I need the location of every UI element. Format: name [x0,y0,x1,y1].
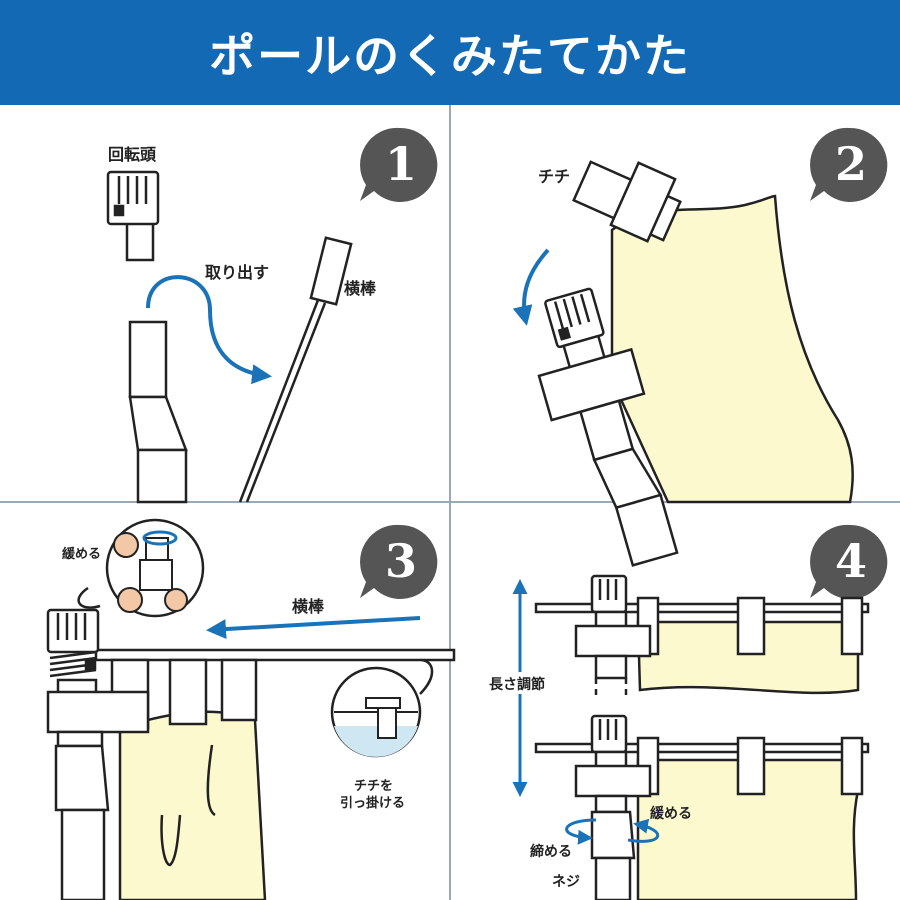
step-3-badge: 3 [360,524,438,599]
pole-step-3 [46,608,150,900]
tighten-arrow [565,818,597,845]
step-4-loosen-label: 緩める [650,805,692,822]
step-2-badge: 2 [810,127,888,202]
step-1-take-out-label: 取り出す [205,263,269,282]
step-4-length-label: 長さ調節 [489,676,545,693]
step-1-badge: 1 [360,127,438,202]
step-1-head-label: 回転頭 [108,145,157,164]
step-2-tab-label: チチ [538,167,570,186]
step-1-panel: 1 回転頭 取り出す 横棒 [106,127,438,504]
cross-bar [238,236,353,503]
step-4-number: 4 [835,534,867,588]
step-3-bar-label: 横棒 [292,597,325,616]
page-title: ポールのくみたてかた [209,28,691,83]
step-2-panel: 2 チチ [512,127,888,567]
step-3-hook-label-line2: 引っ掛ける [340,795,405,811]
step-3-hook-label-line1: チチを [354,779,393,794]
assembly-diagram: 1 回転頭 取り出す 横棒 [0,105,900,900]
pole-step-1 [128,320,188,504]
insert-arrow [512,248,550,326]
zoom-loosen [77,518,205,618]
step-2-number: 2 [835,137,867,191]
header-banner: ポールのくみたてかた [0,0,900,105]
take-out-arrow [146,275,272,385]
rotating-head [106,170,160,262]
step-3-number: 3 [385,534,417,588]
step-4-panel: 4 長さ調節 [488,524,888,900]
step-4-screw-label: ネジ [552,874,580,890]
banner-cloth-step-3 [118,710,267,900]
pole-top [574,574,652,700]
step-1-number: 1 [385,137,417,191]
loosen-arrow [627,818,659,843]
step-3-panel: 3 横棒 [46,518,456,900]
banner-cloth [610,194,854,504]
step-1-bar-label: 横棒 [344,279,377,298]
step-4-badge: 4 [810,524,888,599]
step-4-tighten-label: 締める [530,843,572,860]
slide-bar-arrow [206,616,421,640]
bar-bottom [534,736,870,796]
zoom-hook [330,658,434,758]
step-3-loosen-label: 緩める [62,546,101,562]
cross-bar-step-3 [94,648,456,662]
cloth-top [636,620,860,695]
pole-step-2 [537,287,679,567]
cloth-tab [572,160,682,243]
